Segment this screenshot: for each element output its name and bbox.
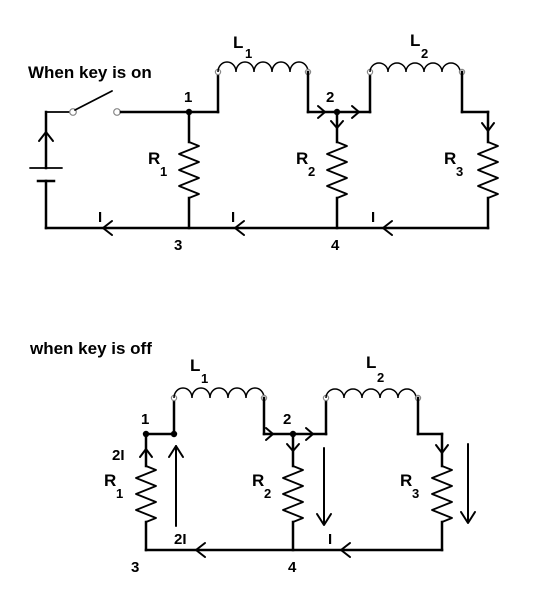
key-switch[interactable] [69, 90, 121, 116]
node-2-label: 2 [326, 89, 334, 106]
r2-label-off: R [252, 471, 264, 490]
caption-key-on: When key is on [28, 63, 152, 82]
current-label-bottom-left: 2I [174, 531, 187, 548]
arrow-bottom-mid [234, 220, 245, 236]
inductor-l2-off [325, 388, 417, 399]
r2-label: R [296, 149, 308, 168]
inductor-l1-off [173, 387, 265, 399]
resistor-r1-off [135, 465, 157, 523]
r3-label: R [444, 149, 456, 168]
arrow-bottom-left-off [195, 542, 206, 558]
r1-subscript: 1 [160, 164, 167, 179]
l2-subscript-off: 2 [377, 370, 384, 385]
arrow-mid-down-head [316, 513, 332, 526]
l1-label-off: L [190, 356, 200, 375]
l1-subscript: 1 [245, 46, 252, 61]
node-4-label: 4 [331, 237, 340, 254]
arrow-left-up-head [168, 445, 184, 458]
arrow-node2-in-off [265, 427, 274, 441]
node-2-label-off: 2 [283, 411, 291, 428]
battery-current-arrow [38, 131, 54, 142]
current-label-bottom-right: I [328, 531, 332, 548]
current-label-r1: 2I [112, 447, 125, 464]
r2-subscript: 2 [308, 164, 315, 179]
inductor-l1 [217, 61, 309, 73]
arrow-bottom-right [382, 220, 393, 236]
resistor-r3-off [431, 465, 453, 523]
arrow-node2-in [317, 105, 326, 119]
battery [29, 110, 63, 230]
r3-subscript-off: 3 [412, 486, 419, 501]
current-label-left: I [98, 209, 102, 226]
arrow-r1-up [139, 448, 153, 458]
inductor-l2 [369, 62, 461, 73]
r1-label: R [148, 149, 160, 168]
r1-label-off: R [104, 471, 116, 490]
l1-subscript-off: 1 [201, 371, 208, 386]
current-label-right: I [371, 209, 375, 226]
r3-subscript: 3 [456, 164, 463, 179]
r3-label-off: R [400, 471, 412, 490]
current-label-mid: I [231, 209, 235, 226]
resistor-r3 [477, 141, 499, 199]
l1-label: L [233, 33, 243, 52]
l2-subscript: 2 [421, 46, 428, 61]
circuit-key-on: When key is on 1 L 1 2 [28, 31, 499, 254]
r1-subscript-off: 1 [116, 486, 123, 501]
arrow-bottom-right-off [340, 542, 351, 558]
circuit-key-off: when key is off 1 L 1 2 L 2 [29, 339, 476, 576]
l2-label: L [410, 31, 420, 50]
r2-subscript-off: 2 [264, 486, 271, 501]
resistor-r2 [326, 141, 348, 199]
caption-key-off: when key is off [29, 339, 152, 358]
resistor-r1 [178, 141, 200, 199]
arrow-bottom-left [102, 220, 113, 236]
node-3-label: 3 [174, 237, 182, 254]
node-1-label: 1 [184, 89, 192, 106]
arrow-node2-out-off [305, 427, 314, 441]
resistor-r2-off [282, 465, 304, 523]
node-1-label-off: 1 [141, 411, 149, 428]
l2-label-off: L [366, 353, 376, 372]
arrow-node2-out [351, 105, 360, 119]
arrow-right-down-head [460, 511, 476, 524]
node-4-label-off: 4 [288, 559, 297, 576]
node-3-label-off: 3 [131, 559, 139, 576]
